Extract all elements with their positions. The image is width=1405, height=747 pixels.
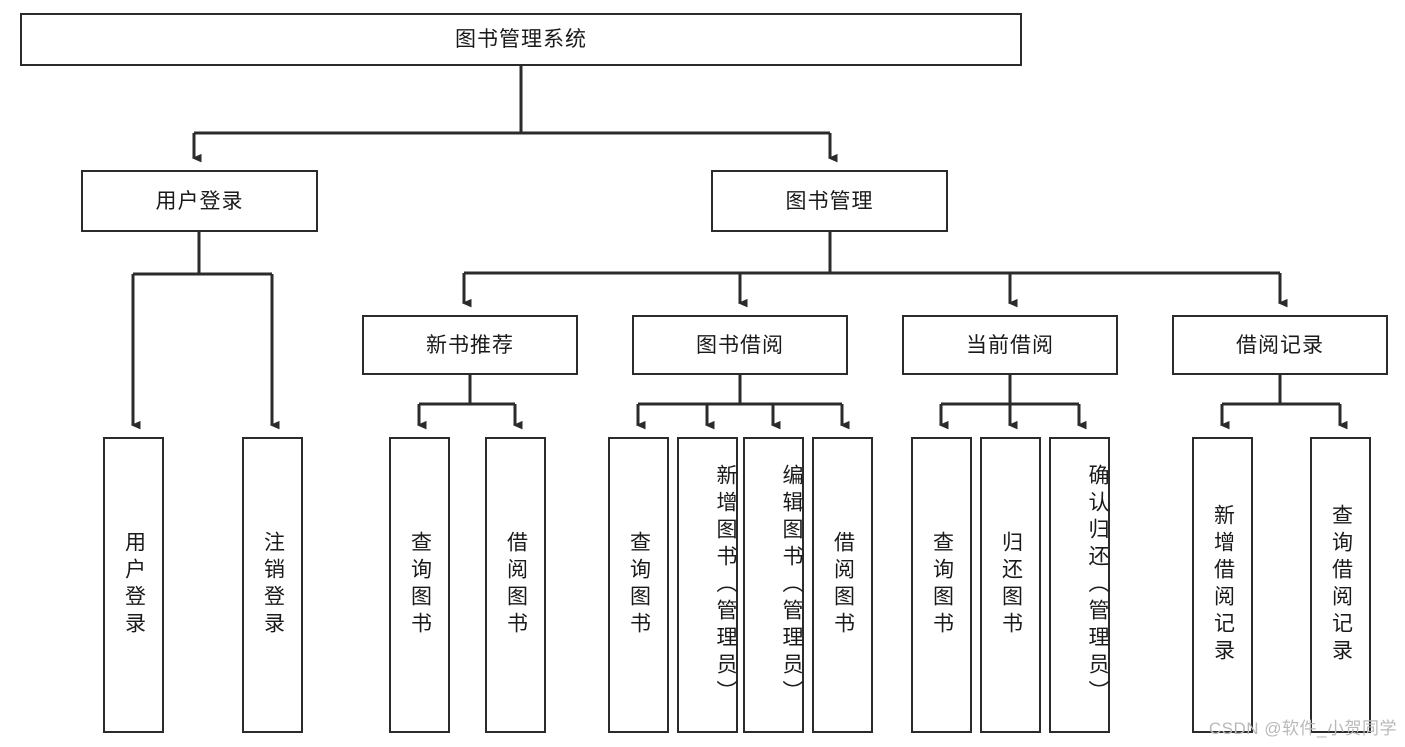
node-user-login[interactable]: 用户登录: [81, 170, 318, 232]
node-root-book-management-system[interactable]: 图书管理系统: [20, 13, 1022, 66]
node-book-management[interactable]: 图书管理: [711, 170, 948, 232]
leaf-confirm-return-admin[interactable]: 确认归还（管理员）: [1049, 437, 1110, 733]
leaf-query-borrow-record[interactable]: 查询借阅记录: [1310, 437, 1371, 733]
leaf-user-login[interactable]: 用户登录: [103, 437, 164, 733]
csdn-watermark: CSDN @软件_小贺同学: [1208, 719, 1397, 738]
leaf-add-borrow-record[interactable]: 新增借阅记录: [1192, 437, 1253, 733]
node-current-borrow[interactable]: 当前借阅: [902, 315, 1118, 375]
leaf-query-book-current[interactable]: 查询图书: [911, 437, 972, 733]
leaf-borrow-book-borrow[interactable]: 借阅图书: [812, 437, 873, 733]
leaf-edit-book-admin[interactable]: 编辑图书（管理员）: [743, 437, 804, 733]
leaf-logout-login[interactable]: 注销登录: [242, 437, 303, 733]
leaf-return-book[interactable]: 归还图书: [980, 437, 1041, 733]
leaf-query-book-borrow[interactable]: 查询图书: [608, 437, 669, 733]
leaf-query-book-recommend[interactable]: 查询图书: [389, 437, 450, 733]
leaf-add-book-admin[interactable]: 新增图书（管理员）: [677, 437, 738, 733]
node-book-borrow[interactable]: 图书借阅: [632, 315, 848, 375]
leaf-borrow-book-recommend[interactable]: 借阅图书: [485, 437, 546, 733]
node-borrow-record[interactable]: 借阅记录: [1172, 315, 1388, 375]
node-new-book-recommend[interactable]: 新书推荐: [362, 315, 578, 375]
